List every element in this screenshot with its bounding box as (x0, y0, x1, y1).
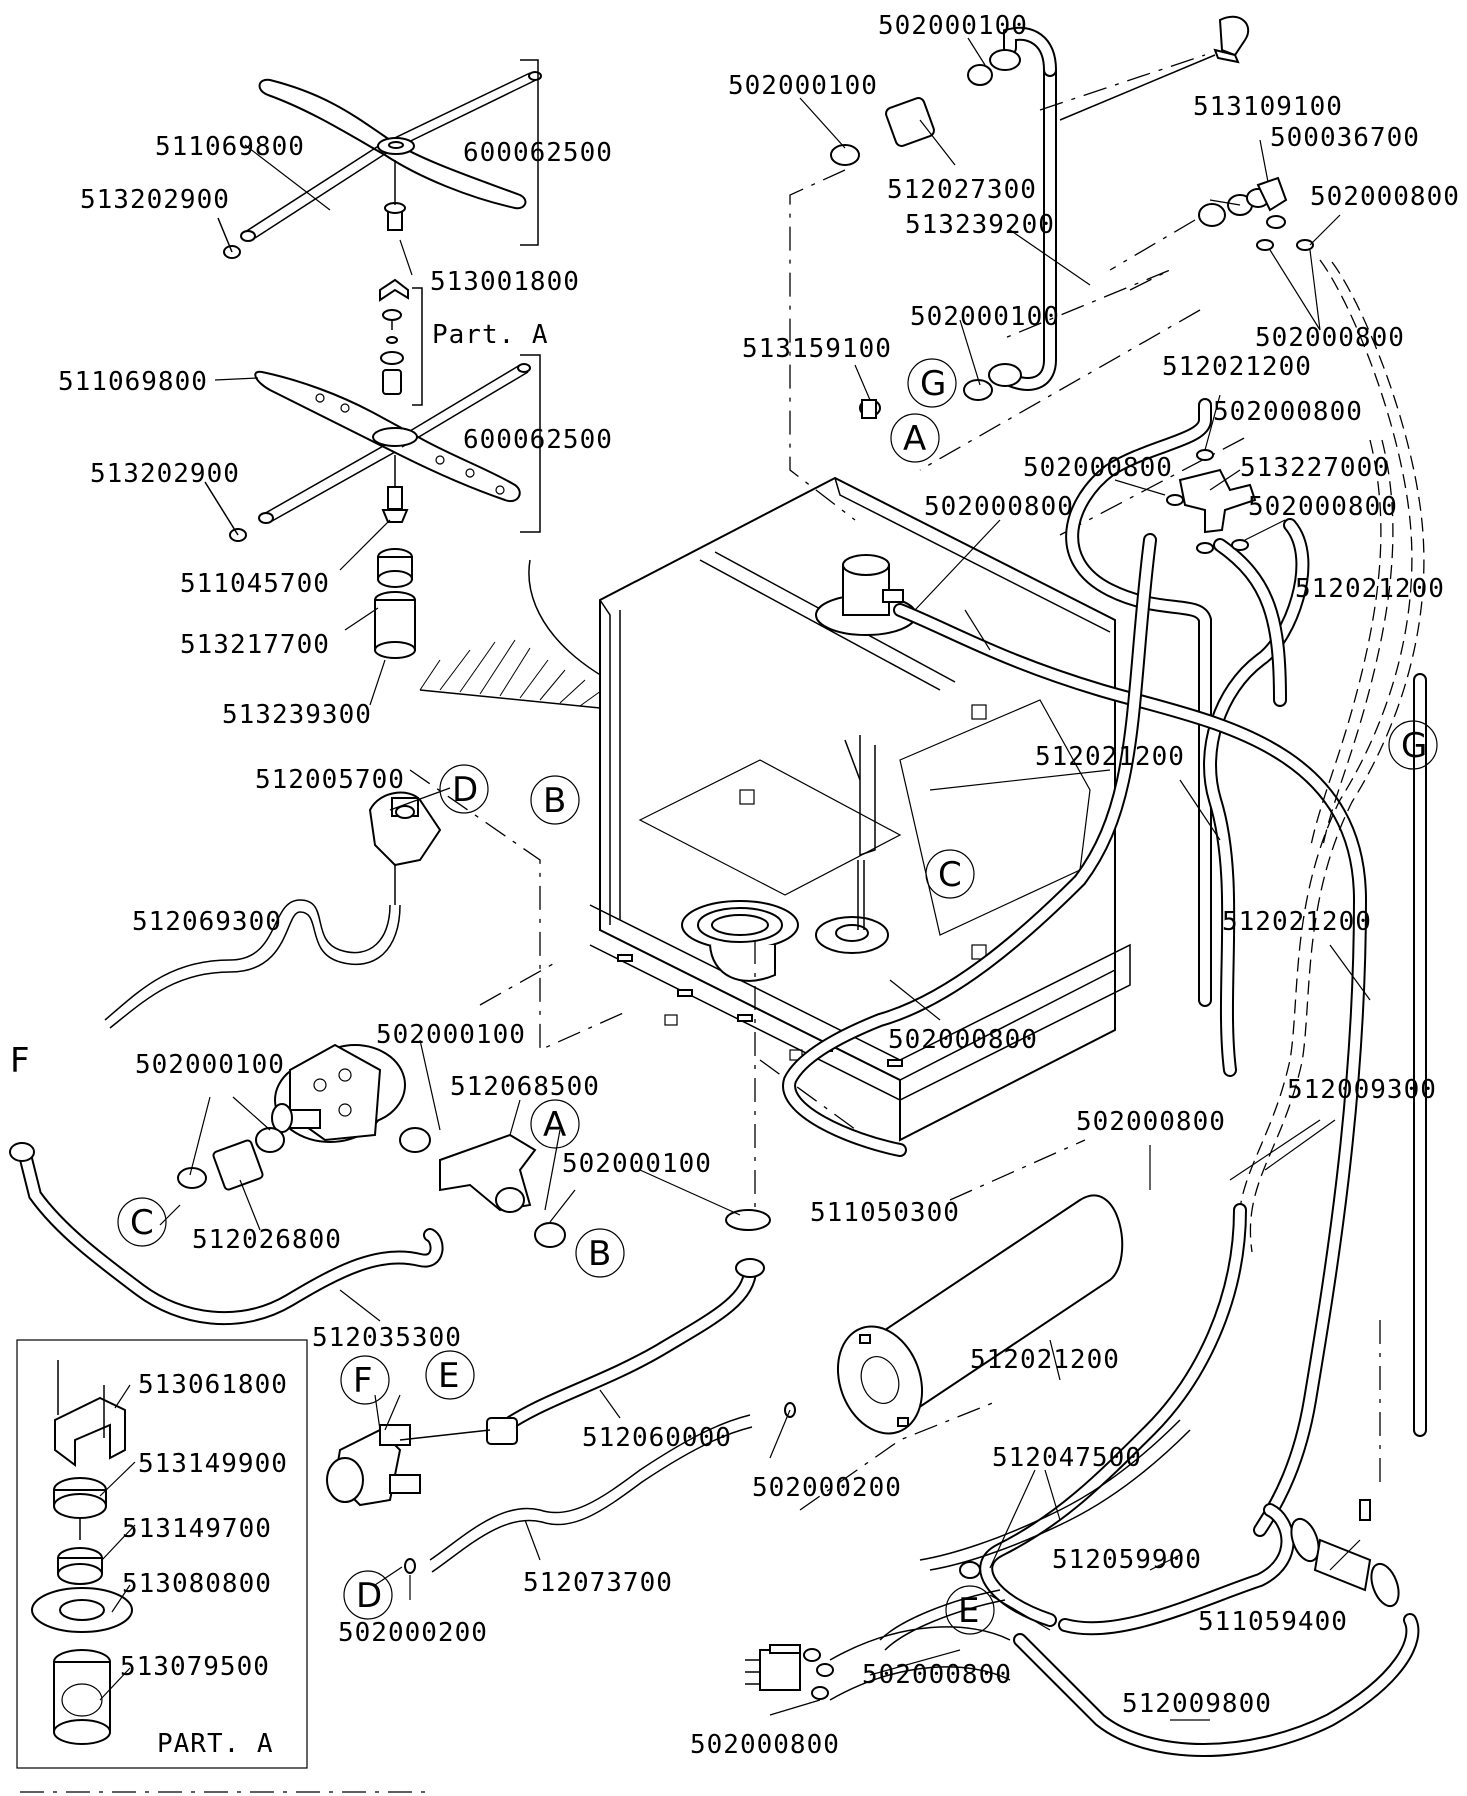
label-502000100: 502000100 (728, 71, 878, 101)
label-512069300: 512069300 (132, 907, 282, 937)
label-511050300: 511050300 (810, 1198, 960, 1228)
part-labels: 502000100 502000100 513109100 500036700 … (58, 11, 1460, 1760)
label-512021200: 512021200 (1222, 907, 1372, 937)
letter-g: G (1401, 726, 1427, 766)
label-502000800: 502000800 (888, 1025, 1038, 1055)
label-513202900: 513202900 (80, 185, 230, 215)
label-512035300: 512035300 (312, 1323, 462, 1353)
label-512009800: 512009800 (1122, 1689, 1272, 1719)
letter-f: F (10, 1041, 30, 1081)
label-502000800: 502000800 (1248, 492, 1398, 522)
label-502000800: 502000800 (1076, 1107, 1226, 1137)
lower-right-hoses (879, 1203, 1420, 1757)
label-502000800: 502000800 (924, 492, 1074, 522)
label-511045700: 511045700 (180, 569, 330, 599)
label-502000800: 502000800 (1255, 323, 1405, 353)
part-a-stack (379, 278, 423, 406)
label-513159100: 513159100 (742, 334, 892, 364)
label-600062500: 600062500 (463, 425, 613, 455)
label-512027300: 512027300 (887, 175, 1037, 205)
diverter-valve (104, 791, 442, 1029)
label-513239300: 513239300 (222, 700, 372, 730)
label-502000800: 502000800 (690, 1730, 840, 1760)
pump-hoses-left (9, 1127, 566, 1326)
letter-e: E (958, 1591, 979, 1631)
label-513202900: 513202900 (90, 459, 240, 489)
letter-f: F (353, 1361, 373, 1401)
lower-nut (204, 481, 247, 542)
drain-hose (486, 1209, 771, 1445)
label-500036700: 500036700 (1270, 123, 1420, 153)
letter-c: C (938, 855, 962, 895)
part-a-box (16, 1339, 308, 1769)
leader-lines (99, 37, 1371, 1721)
label-502000100: 502000100 (376, 1020, 526, 1050)
letter-e: E (438, 1356, 459, 1396)
lower-spray-arm (254, 363, 531, 524)
letter-d: D (356, 1576, 382, 1616)
connection-letters: G A B C D A B C F E G D E F (10, 364, 1427, 1631)
letter-d: D (452, 770, 478, 810)
label-513217700: 513217700 (180, 630, 330, 660)
label-513080800: 513080800 (122, 1569, 272, 1599)
letter-a: A (543, 1105, 566, 1145)
softener-tank (836, 1194, 1124, 1435)
upper-nut (217, 217, 241, 259)
label-513079500: 513079500 (120, 1652, 270, 1682)
letter-b: B (543, 781, 566, 821)
letter-a: A (903, 419, 926, 459)
label-512021200: 512021200 (1035, 742, 1185, 772)
label-513001800: 513001800 (430, 267, 580, 297)
tee-connector (1166, 449, 1257, 554)
inlet-valve (326, 1424, 491, 1507)
label-502000100: 502000100 (562, 1149, 712, 1179)
label-600062500: 600062500 (463, 138, 613, 168)
label-511059400: 511059400 (1198, 1607, 1348, 1637)
pressure-switch (745, 1626, 1011, 1701)
label-502000200: 502000200 (338, 1618, 488, 1648)
label-512047500: 512047500 (992, 1443, 1142, 1473)
label-502000100: 502000100 (910, 302, 1060, 332)
label-502000100: 502000100 (135, 1050, 285, 1080)
label-502000800: 502000800 (1310, 182, 1460, 212)
label-512059900: 512059900 (1052, 1545, 1202, 1575)
connection-markers (117, 358, 1438, 1635)
label-513109100: 513109100 (1193, 92, 1343, 122)
wash-tub (589, 476, 1131, 1142)
label-513149900: 513149900 (138, 1449, 288, 1479)
label-512009300: 512009300 (1287, 1075, 1437, 1105)
label-512026800: 512026800 (192, 1225, 342, 1255)
hub-parts (374, 455, 416, 659)
label-512021200: 512021200 (970, 1345, 1120, 1375)
label-512060000: 512060000 (582, 1423, 732, 1453)
label-512068500: 512068500 (450, 1072, 600, 1102)
label-512021200: 512021200 (1162, 352, 1312, 382)
upper-spray-arm (240, 71, 542, 242)
label-511069800: 511069800 (58, 367, 208, 397)
label-512021200: 512021200 (1295, 574, 1445, 604)
label-512005700: 512005700 (255, 765, 405, 795)
letter-g: G (920, 364, 946, 404)
label-part-a-box: PART. A (157, 1729, 274, 1759)
circulation-pump (271, 1043, 406, 1143)
label-512073700: 512073700 (523, 1568, 673, 1598)
label-part-a: Part. A (432, 320, 549, 350)
label-513149700: 513149700 (122, 1514, 272, 1544)
label-511069800: 511069800 (155, 132, 305, 162)
label-513227000: 513227000 (1240, 453, 1390, 483)
label-502000800: 502000800 (1213, 397, 1363, 427)
label-502000800: 502000800 (1023, 453, 1173, 483)
letter-c: C (130, 1203, 154, 1243)
label-502000100: 502000100 (878, 11, 1028, 41)
label-502000200: 502000200 (752, 1473, 902, 1503)
label-513061800: 513061800 (138, 1370, 288, 1400)
upper-hose-assembly (830, 15, 1314, 419)
label-513239200: 513239200 (905, 210, 1055, 240)
long-hoses (782, 259, 1427, 1537)
label-502000800: 502000800 (862, 1660, 1012, 1690)
letter-b: B (588, 1234, 611, 1274)
connection-lines (409, 54, 1381, 1511)
